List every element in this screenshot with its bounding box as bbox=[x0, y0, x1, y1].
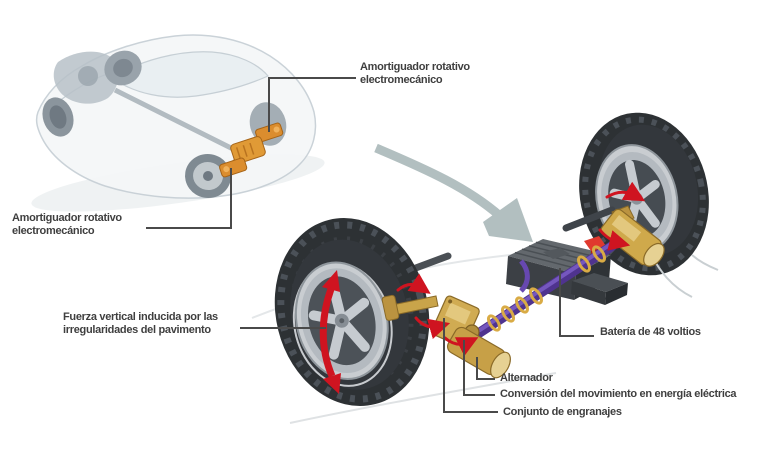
vertical-force-arrow bbox=[319, 270, 341, 394]
label-rotary-damper-left: Amortiguador rotativo electromecánico bbox=[12, 212, 122, 237]
label-alternator: Alternador bbox=[500, 372, 553, 384]
connector-battery bbox=[559, 268, 594, 337]
connector-damper-top bbox=[268, 77, 356, 132]
car-front-right-wheel-hub bbox=[113, 58, 133, 78]
car-rear-left-hub bbox=[203, 171, 213, 181]
car-front-left-wheel-hub bbox=[49, 105, 67, 129]
label-connectors bbox=[146, 77, 594, 413]
rotation-arrows-left bbox=[396, 273, 479, 357]
control-unit bbox=[571, 273, 628, 305]
connector-alternator bbox=[476, 357, 495, 380]
car-engine-detail bbox=[78, 66, 98, 86]
zoom-flow-arrow bbox=[374, 143, 533, 242]
car-emotor-unit bbox=[230, 136, 266, 164]
car-rotary-damper-lower bbox=[219, 157, 248, 178]
battery-purple-strap bbox=[519, 259, 530, 293]
left-wheel bbox=[274, 218, 430, 406]
label-vertical-force: Fuerza vertical inducida por las irregul… bbox=[63, 311, 218, 336]
right-rotary-damper bbox=[562, 181, 665, 267]
label-energy-conversion: Conversión del movimiento en energía elé… bbox=[500, 388, 737, 400]
battery-48v bbox=[506, 236, 611, 300]
driveshaft bbox=[474, 241, 617, 338]
car-driveshaft bbox=[113, 87, 237, 153]
connector-damper-left bbox=[146, 168, 232, 229]
driveshaft-gold-spirals bbox=[487, 245, 606, 332]
battery-recess bbox=[543, 248, 570, 259]
rotation-arrow-right-top bbox=[605, 181, 646, 202]
label-battery-48v: Batería de 48 voltios bbox=[600, 326, 701, 338]
rotation-arrow-right-side bbox=[598, 228, 631, 251]
label-rotary-damper-top: Amortiguador rotativo electromecánico bbox=[360, 61, 470, 86]
connector-gearset bbox=[443, 318, 498, 413]
label-gearset: Conjunto de engranajes bbox=[503, 406, 622, 418]
car-greenhouse bbox=[110, 51, 269, 98]
ghost-car bbox=[31, 34, 325, 212]
connector-conversion bbox=[463, 340, 495, 396]
